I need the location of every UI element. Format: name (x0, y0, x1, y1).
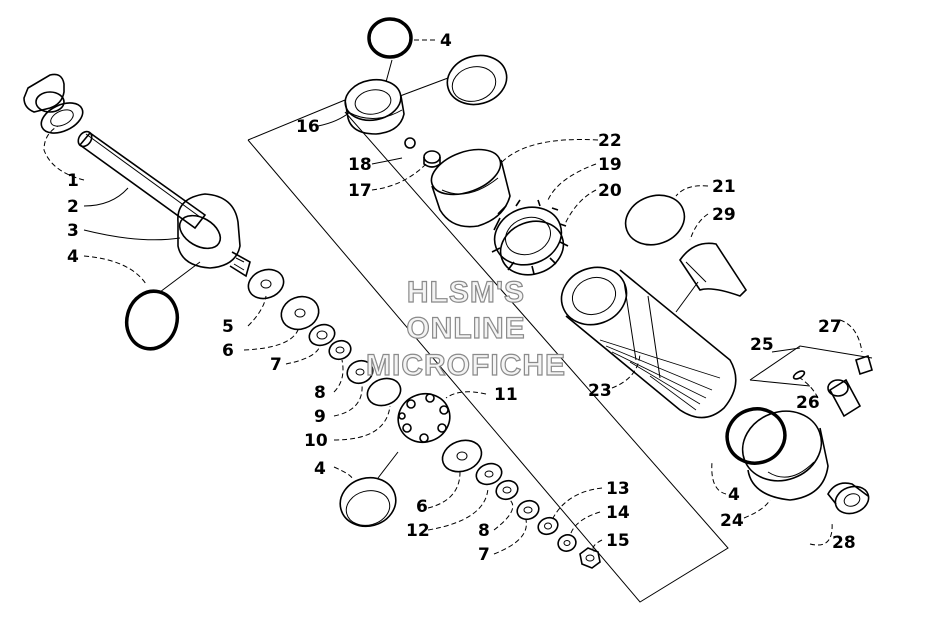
part-13-shim (537, 516, 559, 536)
callout-4-lower: 4 (314, 459, 326, 479)
part-6-shim-lower (475, 462, 503, 486)
callout-15: 15 (606, 531, 630, 551)
watermark: HLSM'S ONLINE MICROFICHE (365, 275, 566, 382)
callout-21: 21 (712, 177, 736, 197)
part-4-oring-right (725, 407, 787, 465)
callout-3: 3 (67, 221, 79, 241)
callout-25: 25 (750, 335, 774, 355)
callout-22: 22 (598, 131, 622, 151)
callout-7-upper: 7 (270, 355, 282, 375)
callout-6-upper: 6 (222, 341, 234, 361)
callout-17: 17 (348, 181, 372, 201)
callout-8-lower: 8 (478, 521, 490, 541)
callout-4-top: 4 (440, 31, 452, 51)
callout-28: 28 (832, 533, 856, 553)
part-18-small-oring (404, 137, 416, 149)
callout-18: 18 (348, 155, 372, 175)
part-19-spring-adjuster-ring (491, 199, 569, 275)
part-9-shim (346, 359, 374, 385)
callout-6-lower: 6 (416, 497, 428, 517)
callout-7-lower: 7 (478, 545, 490, 565)
callout-8-upper: 8 (314, 383, 326, 403)
part-4-oring-left (124, 289, 180, 351)
callout-1: 1 (67, 171, 79, 191)
watermark-line-3: MICROFICHE (366, 349, 566, 382)
part-15-nut (579, 547, 601, 569)
part-6-shim (280, 295, 320, 331)
callout-19: 19 (598, 155, 622, 175)
part-2-piston-rod (77, 130, 207, 230)
part-21-reservoir-lid (624, 194, 686, 246)
part-12-shim (441, 439, 483, 473)
callout-labels: 1 2 3 4 4 4 4 5 6 6 7 7 8 8 9 10 11 12 1… (67, 31, 856, 565)
part-17-valve-screw (423, 150, 441, 168)
part-8-shim (328, 339, 352, 361)
callout-10: 10 (304, 431, 328, 451)
callout-13: 13 (606, 479, 630, 499)
part-8-shim-lower (495, 479, 519, 501)
part-14-washer (557, 534, 577, 552)
part-3-rod-end-cap (177, 193, 251, 278)
part-29-heat-shield (679, 242, 748, 297)
part-26-valve-fitting (792, 370, 862, 418)
callout-4-left: 4 (67, 247, 79, 267)
part-4-oring-top (367, 17, 413, 59)
part-1-eyelet-bushing (23, 73, 84, 134)
callout-24: 24 (720, 511, 744, 531)
callout-26: 26 (796, 393, 820, 413)
part-7-shim-lower (516, 499, 540, 521)
callout-20: 20 (598, 181, 622, 201)
callout-2: 2 (67, 197, 79, 217)
callout-5: 5 (222, 317, 234, 337)
watermark-line-2: ONLINE (406, 312, 525, 345)
part-4-seal-ring-lower (339, 476, 397, 528)
part-22-bump-stop-sleeve (430, 148, 511, 228)
part-4-seal-ring-top (446, 54, 508, 106)
callout-16: 16 (296, 117, 320, 137)
callout-9: 9 (314, 407, 326, 427)
part-25-fitting-bracket (749, 345, 873, 387)
callout-27: 27 (818, 317, 842, 337)
callout-23: 23 (588, 381, 612, 401)
part-27-valve-cap (855, 354, 873, 376)
callout-12: 12 (406, 521, 430, 541)
callout-11: 11 (494, 385, 518, 405)
part-24-lower-body-housing (741, 410, 829, 501)
leader-lines (43, 39, 863, 555)
part-28-lower-bushing (827, 482, 870, 515)
callout-29: 29 (712, 205, 736, 225)
part-10-shim (366, 377, 402, 407)
part-5-washer (247, 268, 285, 300)
subassembly-bracket (247, 99, 729, 603)
callout-14: 14 (606, 503, 630, 523)
part-23-shock-body (560, 266, 737, 419)
part-20-lock-ring (499, 220, 565, 276)
part-7-shim (308, 323, 336, 347)
watermark-line-1: HLSM'S (407, 276, 525, 309)
callout-4-right: 4 (728, 485, 740, 505)
part-11-piston (397, 392, 451, 444)
part-16-end-cap (344, 78, 405, 135)
